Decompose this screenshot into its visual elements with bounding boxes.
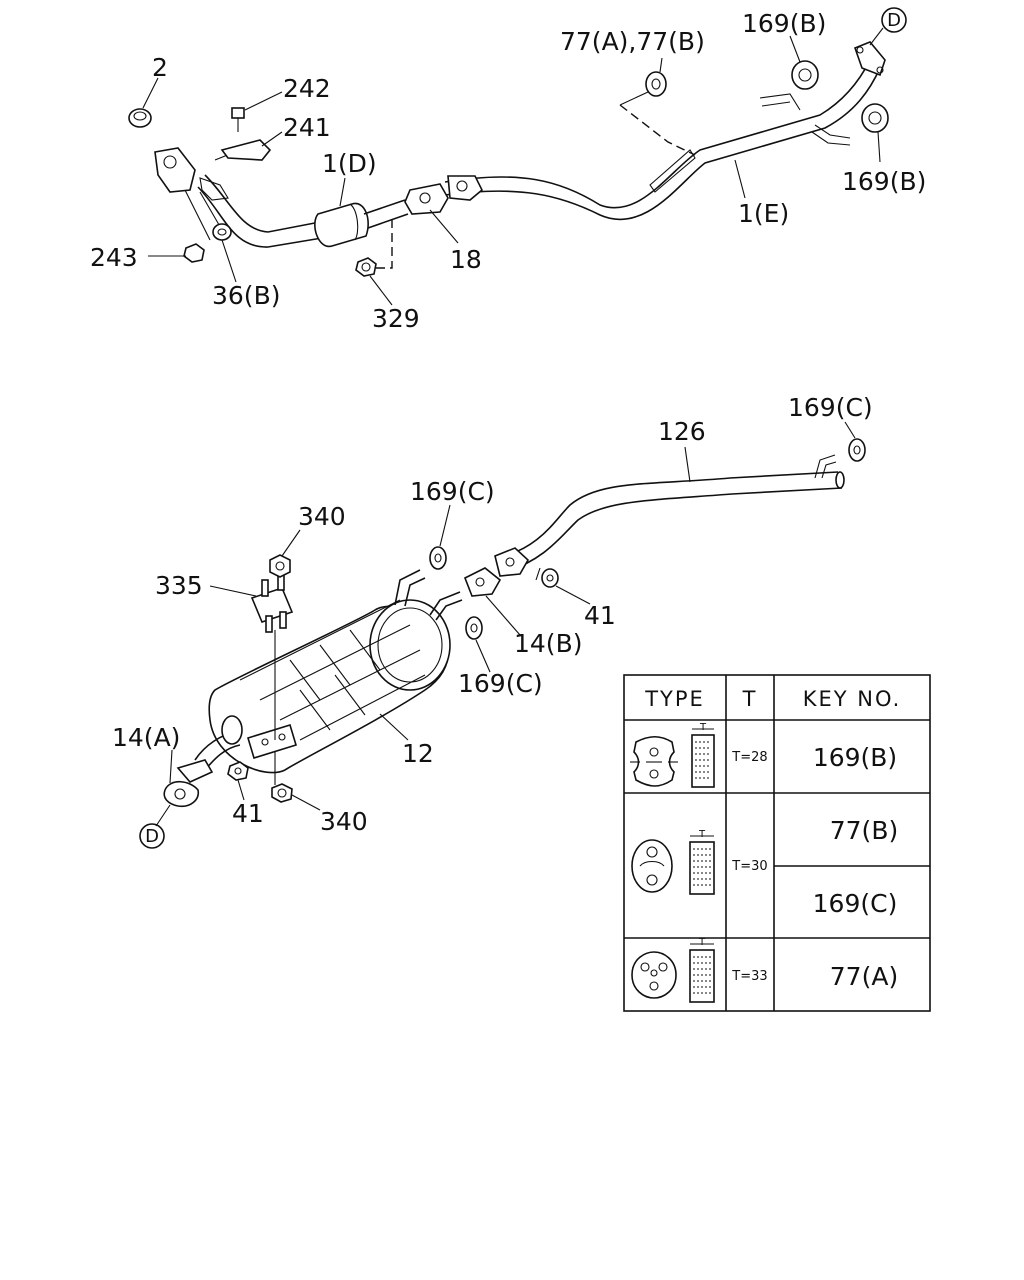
front-exhaust-pipe-assembly: [154, 41, 886, 248]
part-340-nut-bottom: [271, 783, 293, 803]
callout-41-right: 41: [584, 601, 616, 630]
callout-340-top: 340: [298, 502, 346, 531]
svg-text:D: D: [887, 10, 901, 31]
thickness-t33: T=33: [731, 969, 767, 984]
callout-77ab: 77(A),77(B): [560, 27, 705, 56]
callout-169b-right: 169(B): [842, 167, 926, 196]
part-36b-washer: [212, 223, 232, 241]
key-77b: 77(B): [830, 816, 898, 845]
callout-14a: 14(A): [112, 723, 180, 752]
thickness-t30: T=30: [731, 859, 767, 874]
svg-text:T: T: [699, 722, 707, 733]
part-335-hanger-bracket: [250, 573, 294, 785]
muffler-12: [194, 569, 463, 774]
rubber-mount-legend-table: TYPE T KEY NO. T T=28 169(B): [623, 674, 931, 1012]
part-340-nut-top: [269, 554, 291, 578]
callout-242: 242: [283, 74, 331, 103]
callout-169b-top: 169(B): [742, 9, 826, 38]
key-77a: 77(A): [830, 962, 898, 991]
part-169b-rubber-mount-right: [861, 103, 889, 133]
callout-126: 126: [658, 417, 706, 446]
reference-marker-d-bottom: D: [139, 823, 165, 849]
part-241-bracket: [220, 139, 272, 161]
callout-41-left: 41: [232, 799, 264, 828]
callout-169c-low: 169(C): [458, 669, 543, 698]
callout-14b: 14(B): [514, 629, 582, 658]
three-hole-rubber-mount-icon: [631, 951, 677, 999]
part-77ab-rubber-mount: [619, 71, 696, 156]
callout-329: 329: [372, 304, 420, 333]
callout-169c-mid: 169(C): [410, 477, 495, 506]
callout-18: 18: [450, 245, 482, 274]
two-hole-rubber-mount-icon: [630, 735, 678, 787]
callout-335: 335: [155, 571, 203, 600]
leader-lines-lower: [155, 421, 856, 827]
table-header-t: T: [742, 687, 758, 711]
part-14a-gasket: [163, 759, 214, 808]
callout-1e: 1(E): [738, 199, 789, 228]
oval-rubber-mount-icon: [631, 839, 673, 893]
thickness-t28: T=28: [731, 750, 767, 765]
svg-text:T: T: [698, 829, 706, 840]
callout-340-bottom: 340: [320, 807, 368, 836]
leader-lines-upper: [142, 27, 884, 306]
part-169b-rubber-mount-top: [791, 60, 819, 90]
part-169c-mounts-lower: [429, 438, 866, 640]
key-169b: 169(B): [813, 743, 897, 772]
part-41-nut-right: [535, 567, 559, 588]
part-243-nut: [183, 243, 205, 263]
tail-pipe-126: [497, 454, 845, 573]
part-242-bolt: [231, 107, 245, 132]
table-header-type: TYPE: [644, 687, 705, 711]
callout-169c-top: 169(C): [788, 393, 873, 422]
callout-labels: 2 242 241 1(D) 243 36(B) 329 18 77(A),77…: [90, 9, 926, 836]
thickness-gauge-icon: T: [691, 722, 715, 788]
part-41-nut-left: [227, 761, 249, 781]
key-169c: 169(C): [813, 889, 898, 918]
svg-text:D: D: [145, 826, 159, 847]
thickness-gauge-icon: T: [689, 829, 715, 895]
callout-243: 243: [90, 243, 138, 272]
part-329-nut: [355, 215, 393, 277]
svg-text:T: T: [698, 937, 706, 948]
table-header-key-no: KEY NO.: [803, 687, 902, 711]
callout-36b: 36(B): [212, 281, 280, 310]
part-14b-gaskets: [463, 547, 530, 597]
callout-1d: 1(D): [322, 149, 377, 178]
callout-2: 2: [152, 53, 168, 82]
part-2-seal-ring: [128, 108, 152, 128]
thickness-gauge-icon: T: [689, 937, 715, 1003]
callout-241: 241: [283, 113, 331, 142]
callout-12: 12: [402, 739, 434, 768]
reference-marker-d-top: D: [881, 7, 907, 33]
